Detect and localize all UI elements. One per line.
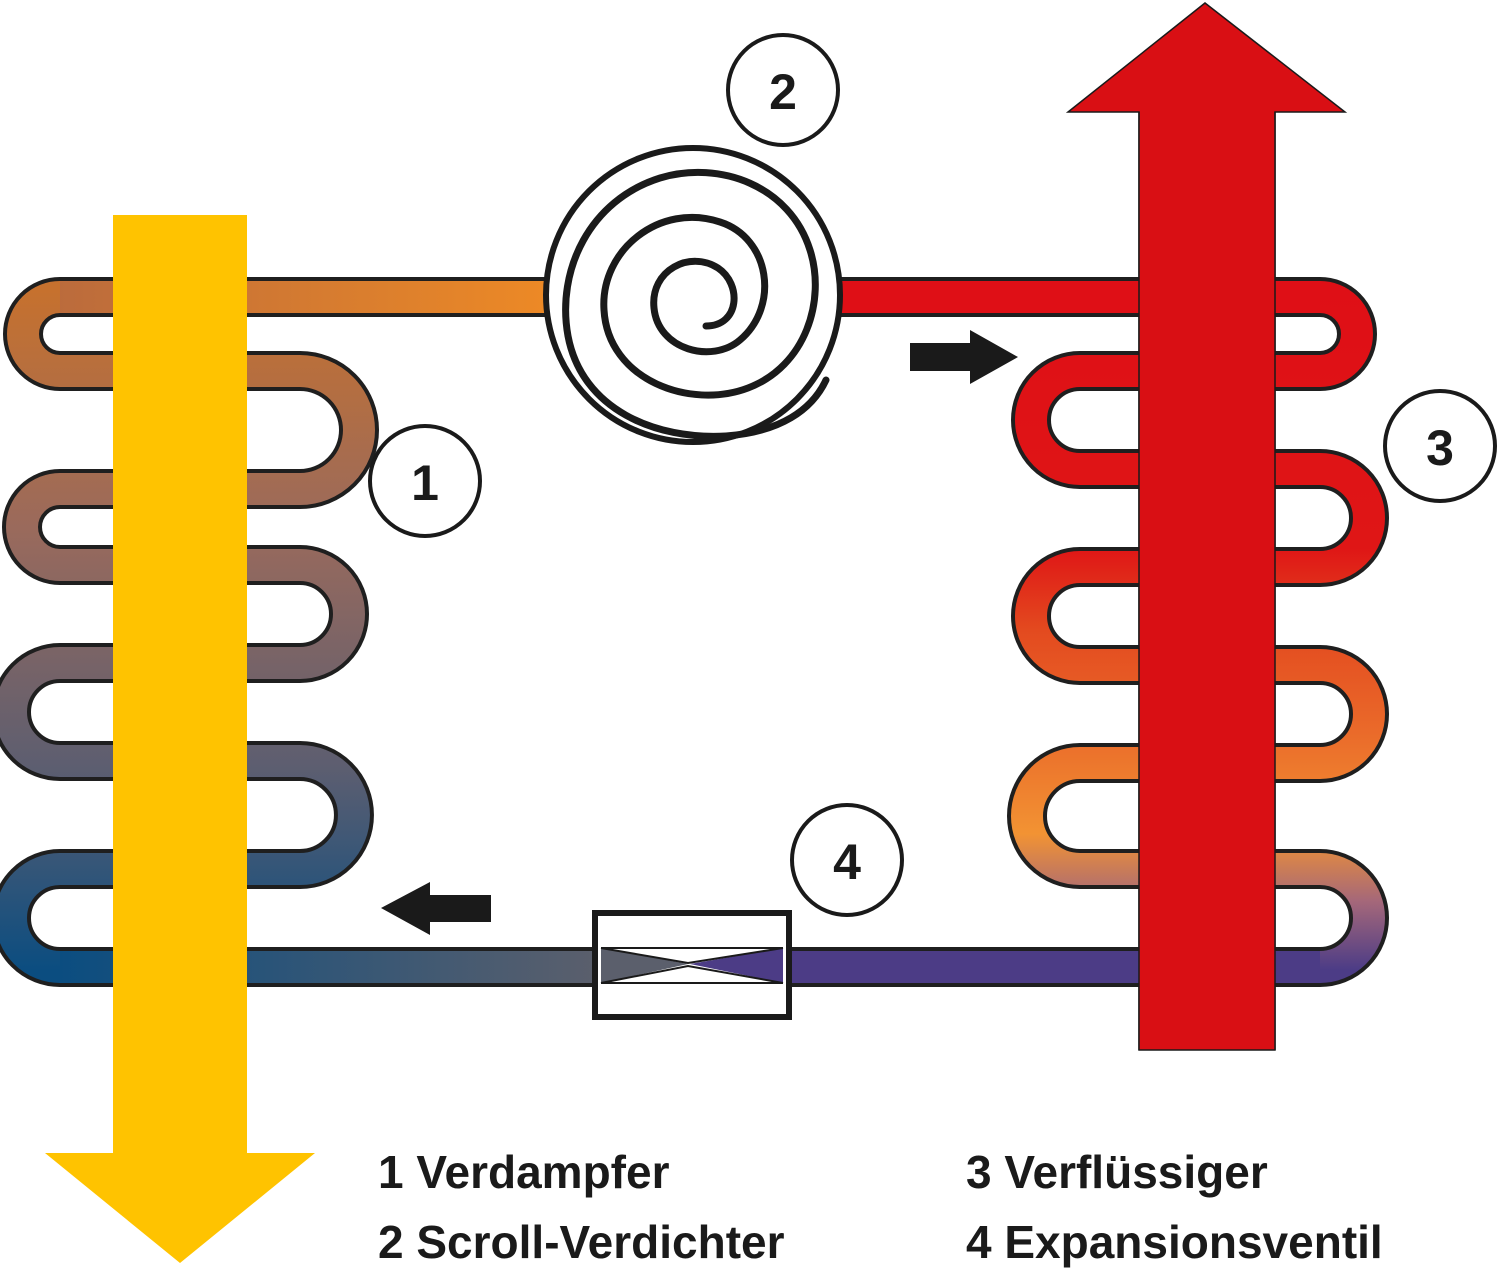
- scroll-spiral-icon: [543, 145, 843, 445]
- flow-arrow-icon: [910, 330, 1018, 384]
- legend: 1 Verdampfer 2 Scroll-Verdichter 3 Verfl…: [378, 1146, 1383, 1268]
- heat-source-overlay: [113, 240, 247, 1000]
- svg-text:4: 4: [833, 834, 861, 890]
- svg-text:3: 3: [1426, 420, 1454, 476]
- svg-text:1: 1: [411, 455, 439, 511]
- svg-text:2: 2: [769, 64, 797, 120]
- evaporator-coil: [0, 277, 600, 987]
- component-marker-3: 3: [1383, 389, 1497, 503]
- legend-item-1: 1 Verdampfer: [378, 1146, 670, 1198]
- legend-item-3: 3 Verflüssiger: [966, 1146, 1268, 1198]
- heat-output-overlay: [1139, 120, 1275, 1049]
- component-marker-1: 1: [368, 424, 482, 538]
- flow-arrow-icon: [381, 882, 491, 935]
- component-marker-2: 2: [726, 33, 840, 147]
- legend-item-2: 2 Scroll-Verdichter: [378, 1216, 785, 1268]
- legend-item-4: 4 Expansionsventil: [966, 1216, 1383, 1268]
- component-marker-4: 4: [790, 803, 904, 917]
- expansion-valve-icon: [592, 910, 792, 1020]
